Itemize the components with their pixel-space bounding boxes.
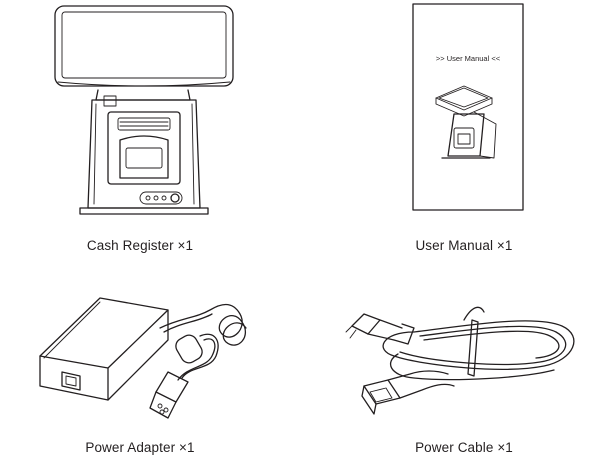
power-cable-caption: Power Cable ×1: [415, 440, 513, 455]
power-adapter-caption: Power Adapter ×1: [85, 440, 195, 455]
item-cash-register: Cash Register ×1: [0, 0, 304, 270]
cash-register-caption: Cash Register ×1: [86, 238, 194, 253]
cash-register-icon: [54, 5, 234, 215]
power-cable-icon: [345, 306, 575, 415]
item-power-cable: Power Cable ×1: [304, 270, 608, 470]
item-power-adapter: Power Adapter ×1: [0, 270, 304, 470]
item-user-manual: >> User Manual << User Manual ×1: [304, 0, 608, 270]
manual-cover-title: >> User Manual <<: [436, 54, 501, 63]
user-manual-caption: User Manual ×1: [415, 238, 513, 253]
user-manual-icon: >> User Manual <<: [412, 3, 524, 211]
power-adapter-icon: [39, 297, 247, 419]
